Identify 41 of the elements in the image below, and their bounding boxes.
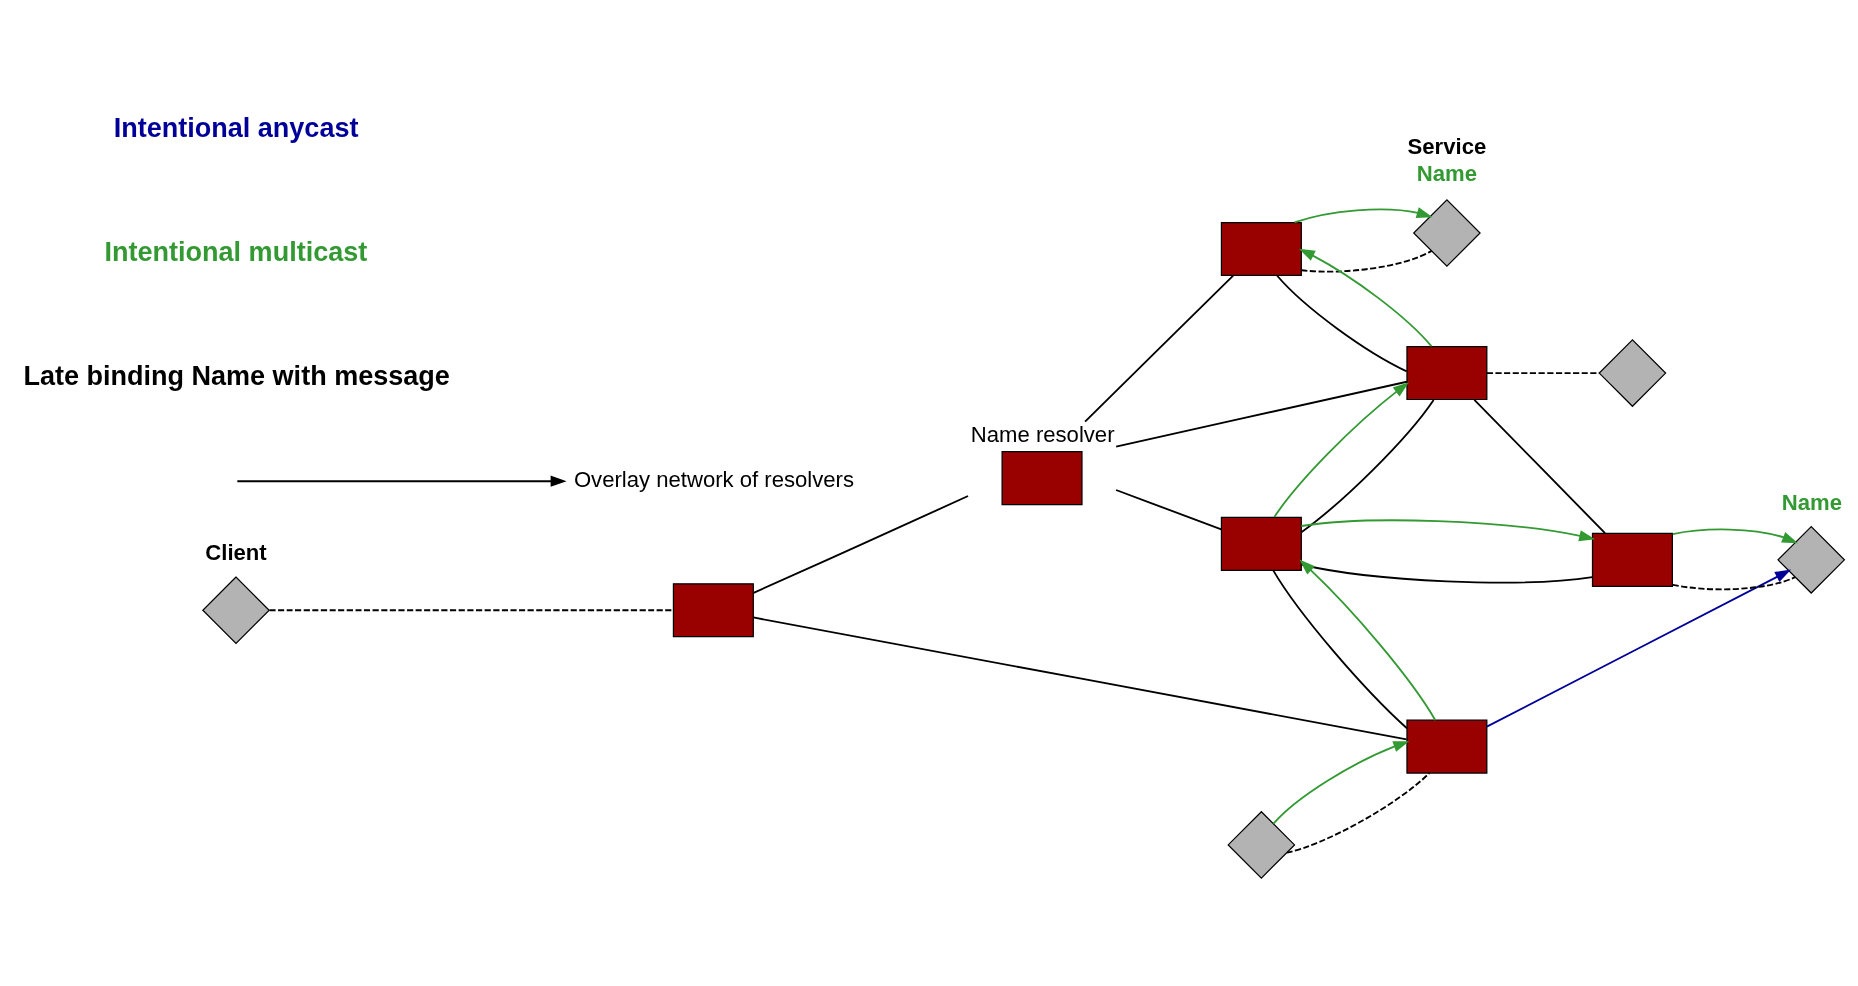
- connector: [1084, 274, 1235, 422]
- connector: [1671, 575, 1796, 590]
- node-diamond: [201, 575, 271, 644]
- arrow: [236, 475, 567, 487]
- connector: [1300, 249, 1433, 273]
- connector: [1272, 569, 1408, 729]
- node-diamond: [1777, 525, 1846, 594]
- label: Late binding Name with message: [23, 360, 450, 391]
- connector: [1300, 398, 1435, 533]
- connector: [1286, 771, 1431, 854]
- node-label: Service: [1407, 133, 1487, 159]
- node-box: [672, 582, 754, 637]
- node-box: [1591, 532, 1673, 587]
- connector: [1473, 398, 1606, 534]
- connector: [752, 494, 969, 594]
- node-diamond: [1598, 338, 1667, 407]
- node-label: Name: [1416, 160, 1478, 186]
- arrow: [1298, 248, 1433, 347]
- arrow: [1272, 740, 1410, 825]
- node-box: [1220, 221, 1302, 276]
- node-box: [1220, 516, 1302, 571]
- connector: [752, 616, 1408, 740]
- node-box: [1406, 719, 1488, 774]
- arrow: [1299, 559, 1437, 721]
- arrow: [1293, 206, 1433, 223]
- connector: [1115, 380, 1408, 447]
- node-label: Client: [205, 539, 267, 565]
- connector: [1276, 274, 1408, 372]
- arrow: [1300, 518, 1596, 541]
- arrow: [1273, 381, 1409, 518]
- arrow: [1671, 528, 1798, 543]
- node-label: Name resolver: [970, 421, 1115, 447]
- node-box: [1406, 345, 1488, 400]
- connector: [1115, 488, 1223, 530]
- label: Intentional multicast: [104, 236, 368, 267]
- label: Intentional anycast: [113, 112, 359, 143]
- arrow: [1485, 569, 1792, 728]
- connector: [1300, 563, 1594, 583]
- node-text: Overlay network of resolvers: [573, 466, 855, 492]
- node-label: Name: [1781, 489, 1842, 515]
- node-diamond: [1227, 810, 1296, 879]
